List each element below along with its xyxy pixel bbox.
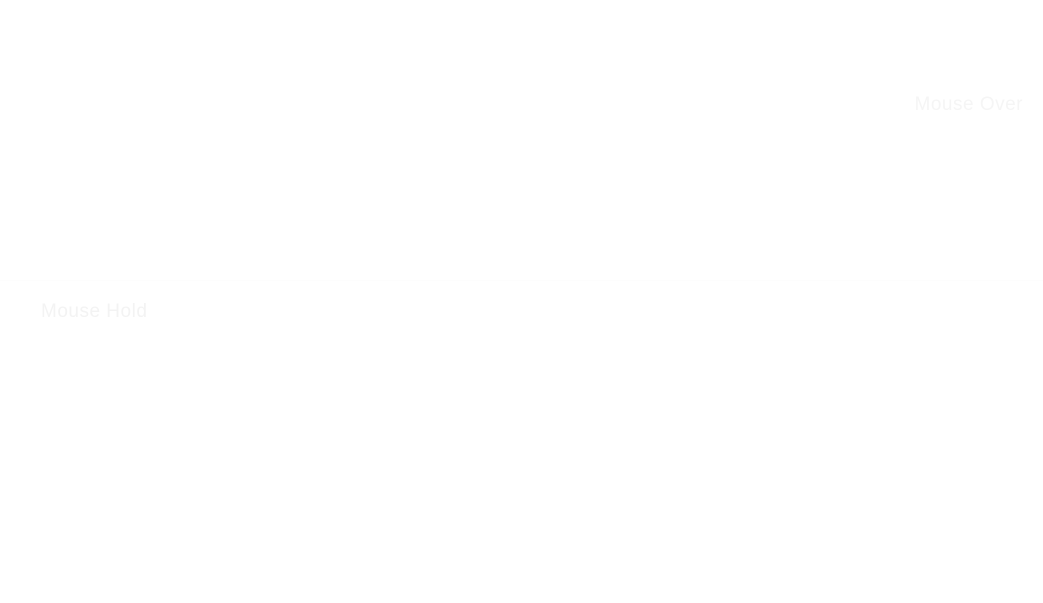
mouse-over-label[interactable]: Mouse Over <box>914 94 1023 115</box>
section-divider <box>0 280 1043 281</box>
mouse-hold-label[interactable]: Mouse Hold <box>41 301 148 322</box>
